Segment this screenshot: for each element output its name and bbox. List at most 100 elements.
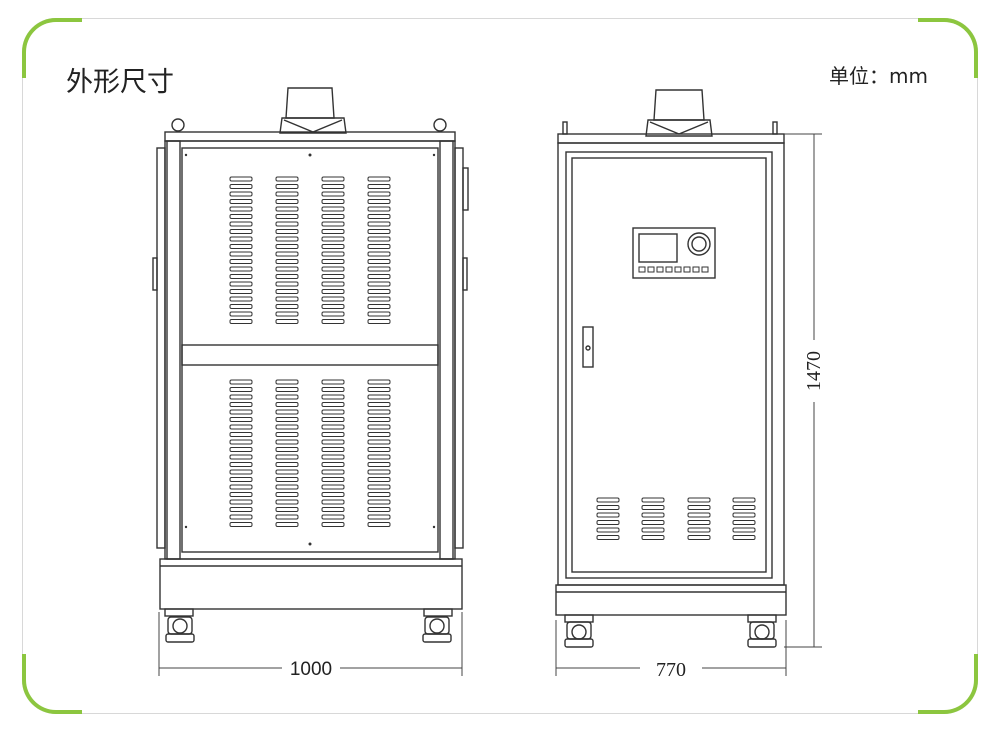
vent-slot bbox=[229, 244, 253, 249]
vent-slot bbox=[229, 259, 253, 264]
vent-slot bbox=[732, 512, 756, 518]
vent-slot bbox=[321, 274, 345, 279]
vent-slot bbox=[321, 477, 345, 482]
vent-slot bbox=[275, 477, 299, 482]
vent-slot bbox=[321, 462, 345, 467]
height-dimension-label: 1470 bbox=[803, 351, 825, 391]
vent-slot bbox=[229, 409, 253, 415]
vent-slot bbox=[321, 499, 345, 505]
frame-corner-accent bbox=[22, 18, 82, 78]
vent-slot bbox=[275, 289, 299, 294]
vent-slot bbox=[367, 214, 391, 219]
vent-slot bbox=[275, 199, 299, 204]
vent-slot bbox=[641, 535, 665, 540]
vent-slot bbox=[321, 311, 345, 317]
vent-slot bbox=[687, 535, 711, 540]
vent-slot bbox=[367, 462, 391, 467]
vent-slot bbox=[229, 387, 253, 392]
vent-slot bbox=[229, 462, 253, 467]
vent-slot bbox=[275, 319, 299, 324]
vent-slot bbox=[229, 447, 253, 452]
vent-slot bbox=[596, 520, 620, 525]
vent-slot bbox=[321, 387, 345, 392]
vent-slot bbox=[641, 497, 665, 503]
vent-slot bbox=[321, 394, 345, 400]
vent-slot bbox=[367, 379, 391, 385]
vent-slot bbox=[732, 535, 756, 540]
page-title: 外形尺寸 bbox=[66, 67, 174, 98]
vent-slot bbox=[367, 507, 391, 512]
vent-slot bbox=[229, 281, 253, 287]
vent-slot bbox=[275, 402, 299, 407]
frame-corner-accent bbox=[918, 18, 978, 78]
vent-slot bbox=[321, 176, 345, 182]
vent-slot bbox=[367, 206, 391, 212]
vent-slot bbox=[367, 432, 391, 437]
vent-slot bbox=[229, 221, 253, 227]
vent-slot bbox=[321, 259, 345, 264]
front-view bbox=[152, 87, 469, 643]
vent-slot bbox=[321, 319, 345, 324]
vent-slot bbox=[321, 221, 345, 227]
caster-wheel bbox=[747, 614, 777, 648]
vent-slot bbox=[687, 527, 711, 533]
vent-slot bbox=[229, 206, 253, 212]
vent-slot bbox=[321, 507, 345, 512]
vent-slot bbox=[275, 417, 299, 422]
vent-slot bbox=[229, 439, 253, 445]
panel-button bbox=[665, 266, 673, 273]
vent-slot bbox=[732, 520, 756, 525]
vent-slot bbox=[229, 229, 253, 234]
vent-slot bbox=[321, 191, 345, 197]
vent-slot bbox=[732, 497, 756, 503]
vent-slot bbox=[367, 417, 391, 422]
vent-slot bbox=[367, 522, 391, 527]
vent-slot bbox=[367, 387, 391, 392]
vent-slot bbox=[229, 424, 253, 430]
vent-slot bbox=[321, 244, 345, 249]
vent-slot bbox=[275, 514, 299, 520]
vent-slot bbox=[275, 191, 299, 197]
vent-slot bbox=[229, 251, 253, 257]
vent-slot bbox=[229, 304, 253, 309]
vent-slot bbox=[367, 251, 391, 257]
unit-label: 单位：mm bbox=[829, 64, 928, 88]
vent-slot bbox=[367, 221, 391, 227]
vent-slot bbox=[732, 505, 756, 510]
vent-slot bbox=[275, 469, 299, 475]
vent-slot bbox=[321, 432, 345, 437]
vent-slot bbox=[367, 304, 391, 309]
vent-slot bbox=[321, 206, 345, 212]
vent-slot bbox=[367, 402, 391, 407]
vent-slot bbox=[229, 499, 253, 505]
vent-slot bbox=[321, 184, 345, 189]
vent-slot bbox=[275, 394, 299, 400]
vent-slot bbox=[596, 535, 620, 540]
vent-slot bbox=[596, 512, 620, 518]
vent-slot bbox=[367, 484, 391, 490]
vent-slot bbox=[275, 296, 299, 302]
vent-slot bbox=[367, 447, 391, 452]
panel-button bbox=[683, 266, 691, 273]
vent-slot bbox=[321, 229, 345, 234]
vent-slot bbox=[275, 266, 299, 272]
vent-slot bbox=[596, 497, 620, 503]
vent-slot bbox=[229, 417, 253, 422]
vent-slot bbox=[275, 484, 299, 490]
vent-slot bbox=[229, 514, 253, 520]
vent-slot bbox=[367, 176, 391, 182]
vent-slot bbox=[275, 229, 299, 234]
vent-slot bbox=[275, 522, 299, 527]
diagram-frame bbox=[22, 18, 978, 714]
vent-slot bbox=[321, 266, 345, 272]
vent-slot bbox=[641, 527, 665, 533]
vent-slot bbox=[367, 409, 391, 415]
vent-slot bbox=[367, 289, 391, 294]
vent-slot bbox=[275, 507, 299, 512]
vent-slot bbox=[275, 424, 299, 430]
vent-slot bbox=[367, 394, 391, 400]
vent-slot bbox=[367, 184, 391, 189]
width-dimension-label: 1000 bbox=[290, 659, 332, 680]
vent-slot bbox=[321, 469, 345, 475]
